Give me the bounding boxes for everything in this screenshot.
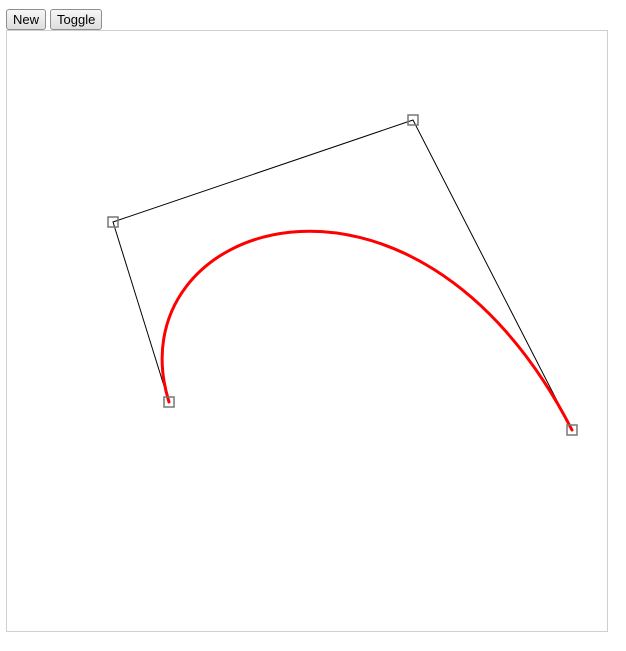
bezier-curve	[160, 229, 574, 432]
toolbar: New Toggle	[6, 9, 103, 30]
control-polygon	[112, 119, 573, 431]
toggle-button[interactable]: Toggle	[50, 9, 103, 30]
control-point-handle-control-2[interactable]	[407, 114, 419, 126]
control-point-handle-end[interactable]	[566, 424, 578, 436]
bezier-canvas[interactable]	[6, 30, 608, 632]
control-handles	[107, 114, 578, 436]
control-point-handle-start[interactable]	[163, 396, 175, 408]
bezier-svg[interactable]	[7, 31, 607, 631]
control-point-handle-control-1[interactable]	[107, 216, 119, 228]
new-button[interactable]: New	[6, 9, 47, 30]
